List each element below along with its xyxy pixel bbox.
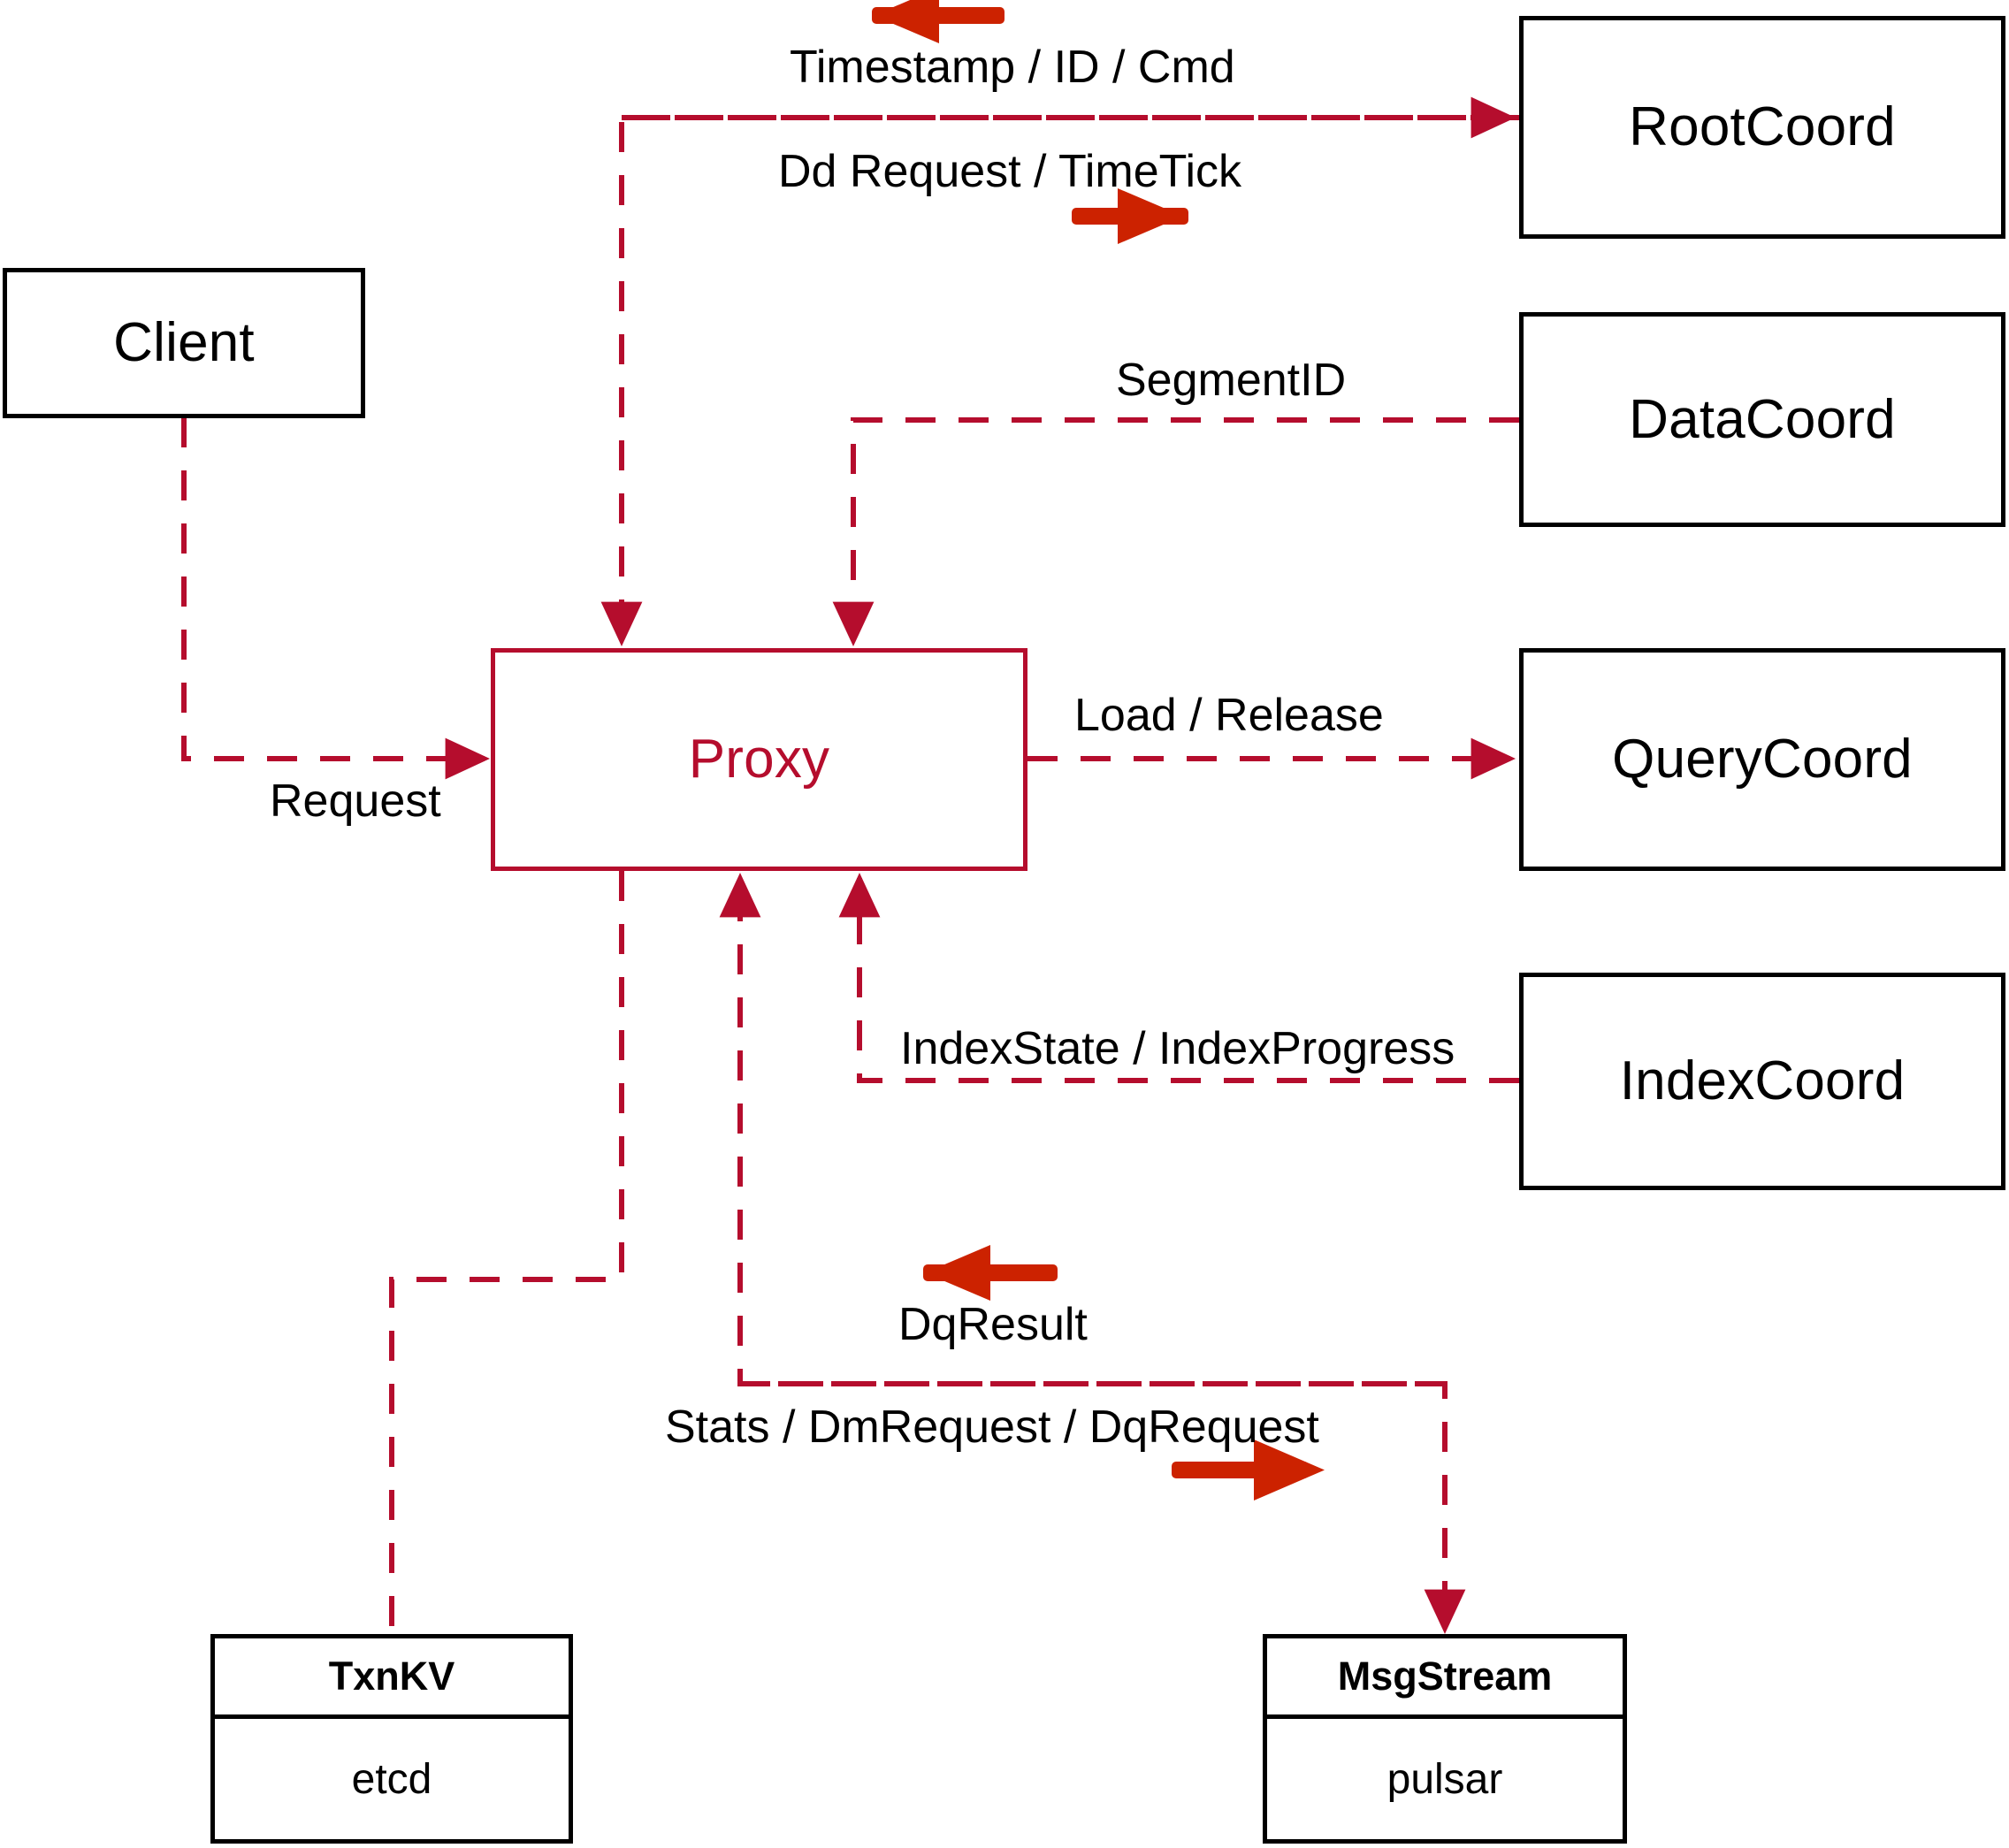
node-msgstream[interactable]: MsgStream pulsar: [1263, 1634, 1627, 1844]
node-rootcoord-label: RootCoord: [1629, 96, 1896, 157]
node-client-label: Client: [113, 312, 255, 373]
arrow-timestamp-left-icon: [872, 0, 1004, 43]
edge-label-segmentid: SegmentID: [1116, 355, 1347, 406]
node-msgstream-header: MsgStream: [1267, 1638, 1623, 1719]
node-datacoord-label: DataCoord: [1629, 388, 1896, 450]
arrow-ddrequest-right-icon: [1072, 188, 1188, 244]
edge-label-request: Request: [270, 775, 441, 827]
arrow-dqresult-left-icon: [923, 1245, 1058, 1301]
node-txnkv-header: TxnKV: [215, 1638, 569, 1719]
node-client[interactable]: Client: [3, 268, 365, 418]
node-indexcoord[interactable]: IndexCoord: [1519, 973, 2005, 1190]
arrow-dqrequest-right-icon: [1172, 1439, 1325, 1501]
node-txnkv-body: etcd: [351, 1755, 432, 1803]
edge-proxy-txnkv: [389, 871, 624, 1631]
node-datacoord[interactable]: DataCoord: [1519, 312, 2005, 527]
node-proxy-label: Proxy: [688, 729, 830, 790]
node-indexcoord-label: IndexCoord: [1619, 1050, 1906, 1111]
edge-label-timestamp-id-cmd: Timestamp / ID / Cmd: [790, 42, 1235, 93]
edge-datacoord-proxy: [832, 417, 1519, 646]
direction-arrow-group: [872, 0, 1325, 1501]
node-proxy[interactable]: Proxy: [491, 648, 1027, 871]
node-msgstream-body: pulsar: [1386, 1755, 1503, 1803]
edge-proxy-msgstream: [740, 1381, 1466, 1634]
edge-label-load-release: Load / Release: [1074, 690, 1384, 741]
node-querycoord[interactable]: QueryCoord: [1519, 648, 2005, 871]
edge-rootcoord-proxy: [600, 115, 1519, 646]
edge-msgstream-proxy: [719, 873, 1445, 1386]
edge-indexcoord-proxy: [838, 873, 1519, 1083]
edge-label-stats-dmrequest-dqrequest: Stats / DmRequest / DqRequest: [665, 1401, 1319, 1453]
node-querycoord-label: QueryCoord: [1612, 729, 1913, 790]
edge-client-proxy: [181, 417, 490, 780]
edge-label-indexstate-indexprogress: IndexState / IndexProgress: [900, 1023, 1455, 1074]
node-txnkv[interactable]: TxnKV etcd: [210, 1634, 573, 1844]
edge-label-dqresult: DqResult: [898, 1299, 1088, 1350]
node-rootcoord[interactable]: RootCoord: [1519, 16, 2005, 239]
edge-label-dd-request-timetick: Dd Request / TimeTick: [778, 146, 1242, 197]
